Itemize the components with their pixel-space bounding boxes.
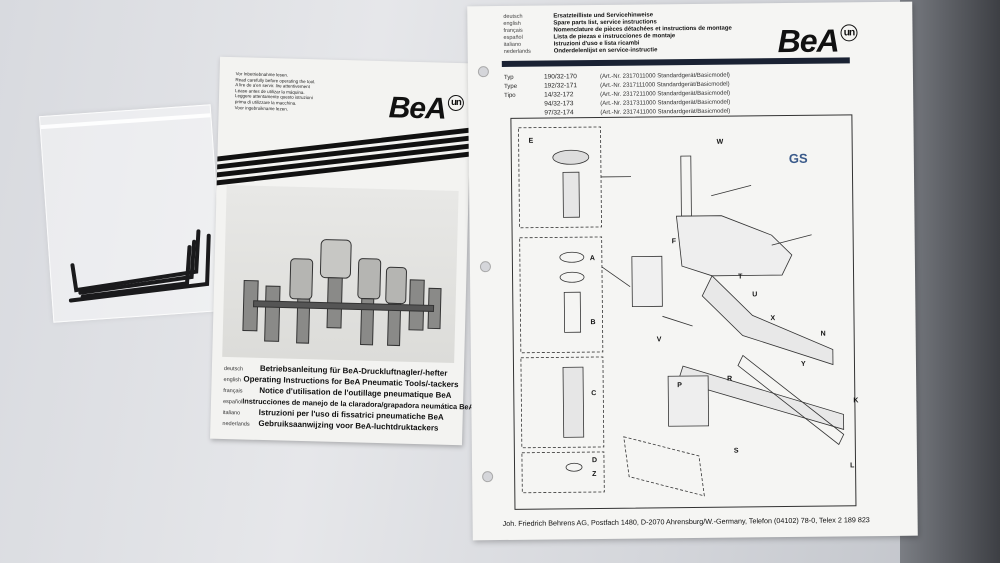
section-letter: Y — [800, 360, 806, 368]
type-article: (Art.-Nr. 2317311000 Standardgerät/Basic… — [600, 99, 731, 107]
type-model: 190/32-170 — [543, 73, 577, 81]
instruction-booklet: Vor Inbetriebnahme lesen. Read carefully… — [210, 56, 474, 446]
gs-safety-mark: GS — [788, 150, 808, 166]
header-title: Onderdelenlijst en service-instructie — [553, 47, 658, 55]
section-letter: C — [591, 390, 597, 398]
section-letter: V — [656, 336, 662, 344]
lang-name: english — [223, 376, 242, 384]
section-letter: K — [853, 397, 859, 405]
section-letter: L — [850, 462, 855, 470]
brand-badge: un — [840, 24, 858, 42]
header-title: Istruzioni d'uso e lista ricambi — [553, 40, 640, 48]
lang-name: nederlands — [222, 420, 250, 428]
type-label: Type — [504, 83, 518, 90]
section-letter: E — [528, 137, 534, 145]
header-lang: français — [503, 27, 523, 34]
section-letter: Z — [592, 471, 597, 479]
lang-name: deutsch — [223, 365, 244, 373]
brand-badge: un — [447, 94, 465, 112]
type-model: 192/32-171 — [544, 82, 577, 90]
section-letter: W — [716, 138, 724, 146]
header-title: Ersatzteilliste und Servicehinweise — [553, 12, 654, 20]
section-letter: P — [677, 382, 682, 390]
booklet-warning: Vor Inbetriebnahme lesen. Read carefully… — [235, 71, 346, 113]
type-article: (Art.-Nr. 2317211000 Standardgerät/Basic… — [600, 90, 731, 98]
header-bar — [501, 57, 850, 67]
spare-parts-sheet: deutsch Ersatzteilliste und Servicehinwei… — [467, 1, 918, 541]
type-model: 97/32-174 — [544, 109, 574, 117]
exploded-parts-diagram — [518, 126, 845, 497]
type-label: Typ — [503, 74, 514, 81]
header-title: Lista de piezas e instrucciones de monta… — [553, 33, 676, 41]
section-letter: R — [727, 375, 733, 383]
section-letter: D — [591, 457, 598, 465]
header-lang: español — [503, 34, 523, 41]
sheet-header: deutsch Ersatzteilliste und Servicehinwei… — [503, 12, 732, 56]
lang-name: italiano — [222, 409, 241, 417]
type-label: Tipo — [504, 92, 516, 99]
type-model: 94/32-173 — [544, 100, 574, 108]
brand-text: BeA — [388, 91, 447, 126]
header-row: nederlands Onderdelenlijst en service-ins… — [504, 47, 732, 56]
type-article: (Art.-Nr. 2317111000 Standardgerät/Basic… — [600, 81, 730, 89]
section-letter: X — [770, 315, 776, 323]
section-letter: F — [671, 238, 677, 246]
lang-name: français — [223, 387, 243, 395]
punch-hole — [477, 66, 489, 78]
type-article: (Art.-Nr. 2317011000 Standardgerät/Basic… — [599, 72, 730, 80]
brand-text: BeA — [777, 22, 839, 60]
hex-key-set-icon — [68, 229, 211, 303]
section-letter: T — [738, 273, 743, 281]
type-model: 14/32-172 — [544, 91, 574, 99]
punch-hole — [482, 471, 494, 483]
section-letter: U — [752, 291, 758, 299]
header-lang: english — [503, 20, 521, 27]
booklet-stripes — [216, 127, 471, 186]
section-letter: B — [590, 319, 596, 327]
type-list: Typ 190/32-170 (Art.-Nr. 2317011000 Standa… — [504, 72, 730, 119]
header-lang: deutsch — [503, 13, 523, 20]
plastic-bag — [38, 104, 226, 323]
header-lang: nederlands — [503, 48, 531, 55]
lang-name: español — [222, 398, 243, 406]
header-lang: italiano — [503, 41, 522, 48]
section-letter: N — [820, 330, 826, 338]
section-letter: S — [733, 447, 739, 455]
header-title: Spare parts list, service instructions — [553, 19, 657, 27]
company-footer: Joh. Friedrich Behrens AG, Postfach 1480… — [502, 515, 870, 529]
section-letter: A — [589, 255, 595, 263]
staple-gun-icon — [242, 239, 442, 347]
tools-photo — [222, 184, 459, 363]
punch-hole — [479, 261, 492, 273]
